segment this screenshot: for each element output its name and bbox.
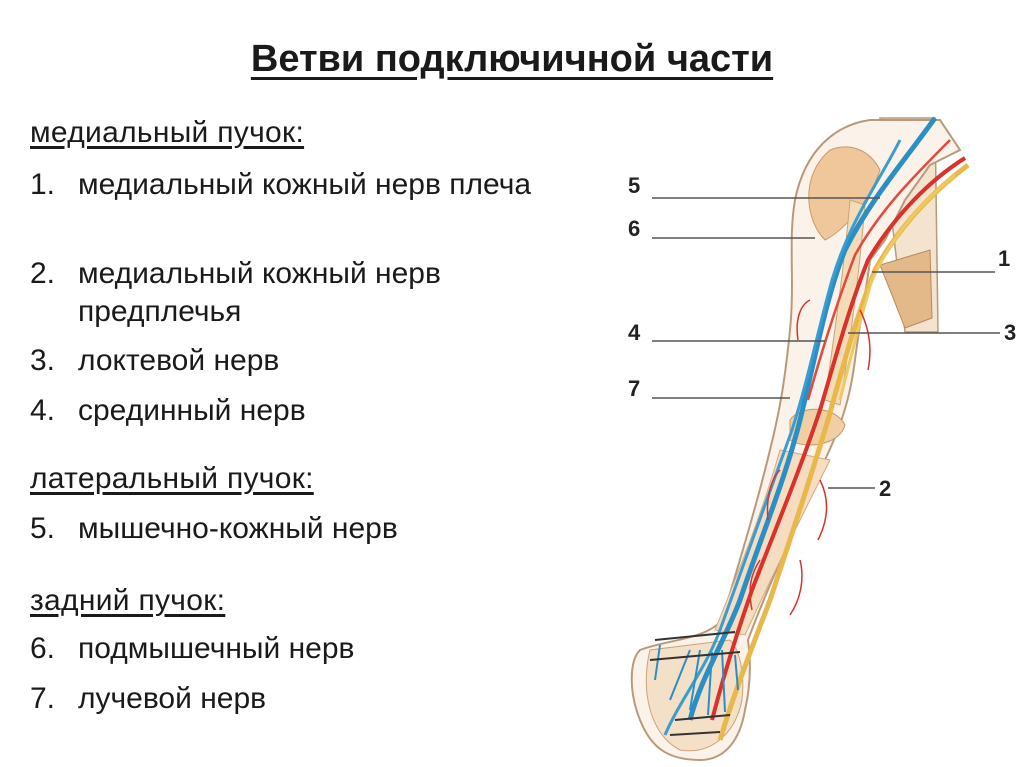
wrist-lines bbox=[649, 631, 741, 736]
item-text: мышечно-кожный нерв bbox=[78, 512, 398, 545]
callout-label-7: 7 bbox=[628, 376, 640, 401]
callout-label-3: 3 bbox=[1004, 320, 1016, 345]
nerve-yellow-2 bbox=[838, 173, 956, 401]
small-branches bbox=[749, 299, 871, 616]
lateral-cord-header: латеральный пучок: bbox=[30, 462, 314, 495]
item-number: 2. bbox=[30, 257, 56, 290]
vein-blue-2 bbox=[663, 139, 902, 736]
artery-red-2 bbox=[806, 139, 951, 401]
posterior-cord-header: задний пучок: bbox=[30, 584, 226, 617]
item-text: медиальный кожный нерв предплечья bbox=[78, 257, 441, 328]
callout-label-2: 2 bbox=[879, 476, 891, 501]
item-text: локтевой нерв bbox=[78, 344, 280, 377]
callout-label-1: 1 bbox=[998, 246, 1010, 271]
item-text: лучевой нерв bbox=[78, 682, 267, 715]
elbow-joint bbox=[789, 408, 846, 446]
item-number: 4. bbox=[30, 394, 56, 427]
item-number: 5. bbox=[30, 512, 56, 545]
item-number: 3. bbox=[30, 344, 56, 377]
item-number: 1. bbox=[30, 168, 56, 201]
callout-label-6: 6 bbox=[628, 216, 640, 241]
hand-nerves bbox=[654, 644, 739, 716]
item-number: 6. bbox=[30, 632, 56, 665]
medial-cord-header: медиальный пучок: bbox=[30, 116, 305, 149]
item-number: 7. bbox=[30, 682, 56, 715]
artery-red bbox=[710, 156, 967, 721]
callout-label-5: 5 bbox=[628, 173, 640, 198]
item-text: срединный нерв bbox=[78, 394, 306, 427]
page-title: Ветви подключичной части bbox=[250, 38, 774, 80]
scapula-bone bbox=[879, 249, 933, 329]
item-text: медиальный кожный нерв плеча bbox=[78, 168, 532, 201]
vein-blue bbox=[687, 116, 938, 721]
callout-label-4: 4 bbox=[628, 320, 641, 345]
item-text: подмышечный нерв bbox=[78, 632, 355, 665]
